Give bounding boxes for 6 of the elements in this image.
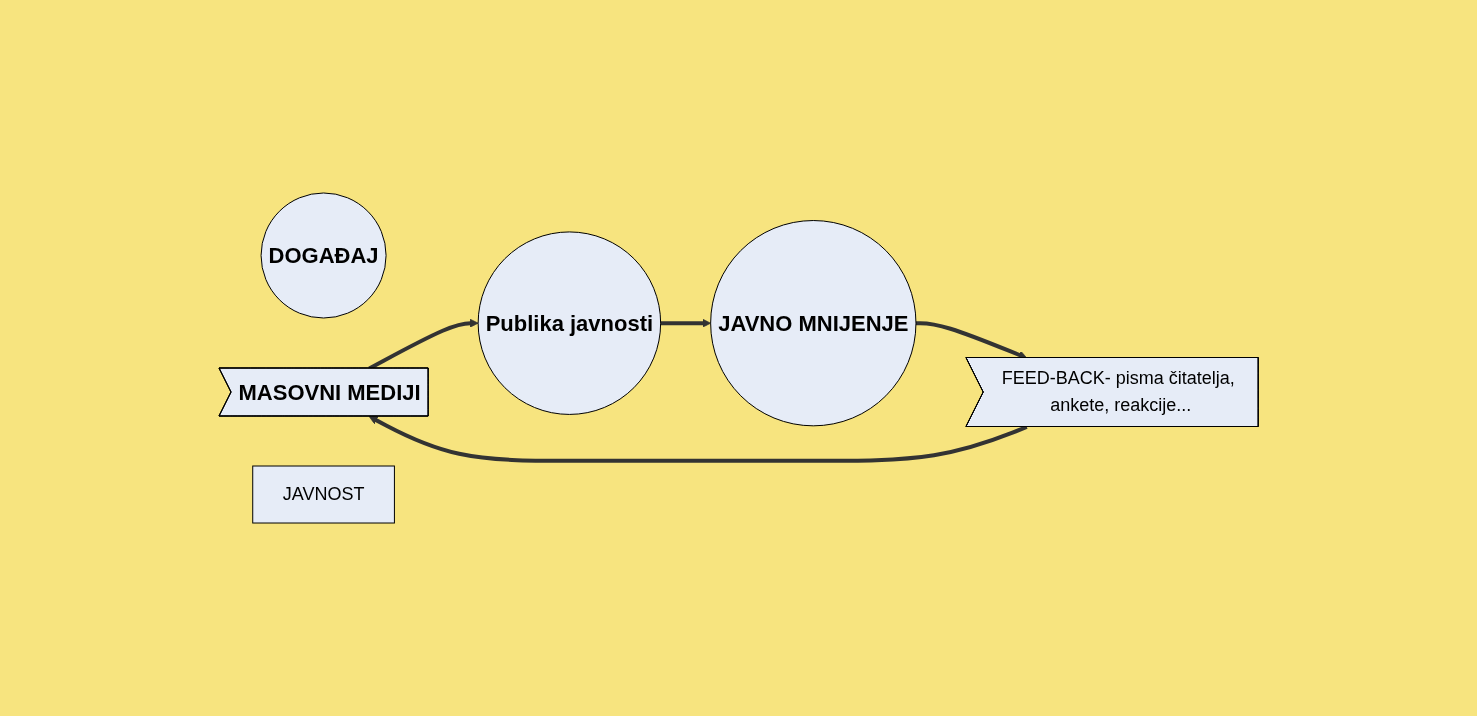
arrow [368,416,1028,463]
node-box: JAVNOST [252,465,395,524]
node-circle: DOGAĐAJ [260,192,387,319]
node-circle: Publika javnosti [477,231,662,415]
node-circle: JAVNO MNIJENJE [710,220,917,427]
arrow [660,318,711,328]
